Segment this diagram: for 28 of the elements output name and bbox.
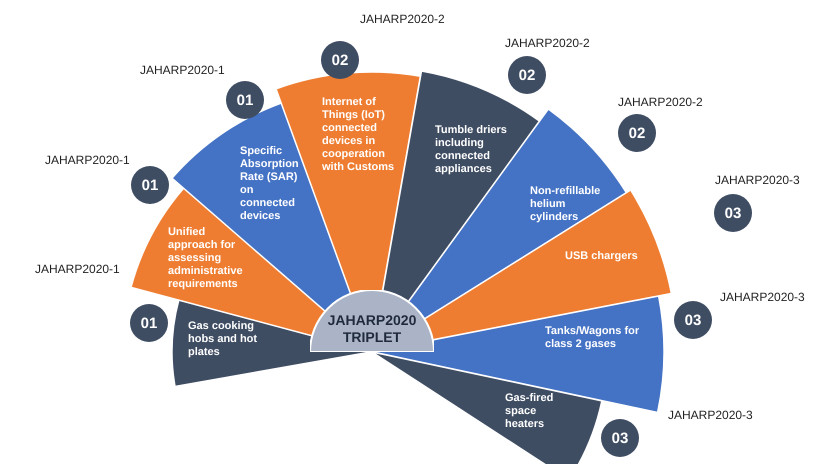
number-badge: 01 xyxy=(131,166,169,204)
number-badge: 01 xyxy=(226,81,264,119)
code-label: JAHARP2020-1 xyxy=(140,63,225,77)
segment-text: Gas-fired space heaters xyxy=(505,392,554,431)
centre-title: JAHARP2020 TRIPLET xyxy=(326,312,418,346)
segment-text: Gas cooking hobs and hot plates xyxy=(188,320,258,359)
number-badge: 03 xyxy=(714,194,752,232)
segment-text: Tumble driers including connected appliances xyxy=(435,124,508,176)
segment-text: Non-refillable helium cylinders xyxy=(530,184,602,224)
code-label: JAHARP2020-3 xyxy=(720,290,805,304)
code-label: JAHARP2020-2 xyxy=(360,12,445,26)
number-badge: 02 xyxy=(508,56,546,94)
code-label: JAHARP2020-3 xyxy=(715,173,800,187)
number-badge: 02 xyxy=(618,114,656,152)
segment-text: Unified approach for assessing administrative requirements xyxy=(168,226,244,291)
code-label: JAHARP2020-1 xyxy=(35,262,120,276)
code-label: JAHARP2020-2 xyxy=(618,95,703,109)
number-badge: 02 xyxy=(321,41,359,79)
number-badge: 03 xyxy=(674,301,712,339)
segment-text: Tanks/Wagons for class 2 gases xyxy=(545,324,640,351)
code-label: JAHARP2020-2 xyxy=(505,36,590,50)
segment-text: USB chargers xyxy=(565,250,639,263)
segment-text: Specific Absorption Rate (SAR) on connected devices xyxy=(240,144,300,223)
number-badge: 03 xyxy=(601,419,639,457)
code-label: JAHARP2020-3 xyxy=(668,408,753,422)
segment-text: Internet of Things (IoT) connected devices in cooperation with Customs xyxy=(322,96,396,174)
number-badge: 01 xyxy=(130,304,168,342)
code-label: JAHARP2020-1 xyxy=(45,153,130,167)
